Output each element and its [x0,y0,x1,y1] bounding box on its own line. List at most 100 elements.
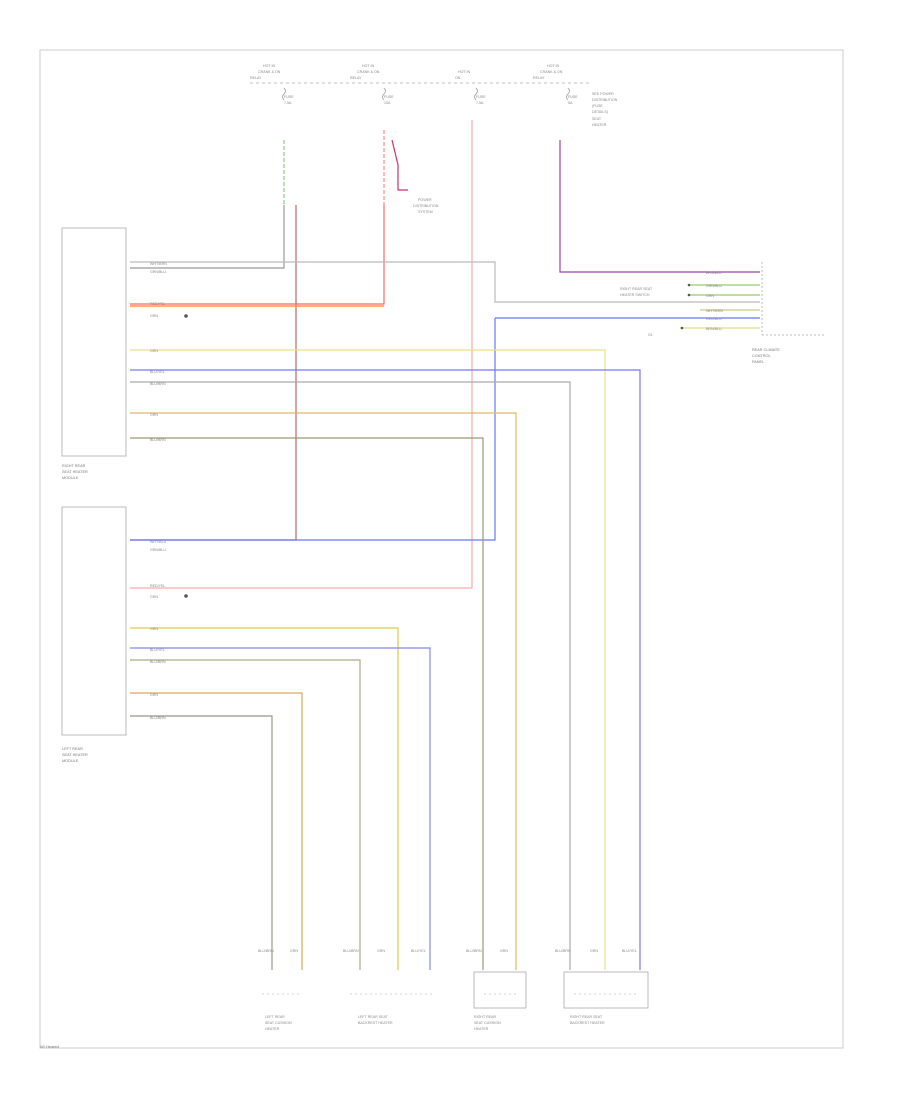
right-wire-label: BRN/BLU [706,271,722,275]
footer-text: W/ Heated [40,1044,59,1049]
left-module-label-2: SEAT HEATER [62,753,88,757]
power-dist-line-1: POWER [418,198,432,202]
source-1-line-3: RELAY [250,76,262,80]
power-dist-line-3: SYSTEM [418,210,433,214]
bottom-component-1: BLU/BRN GRN LEFT REAR SEAT CUSHION HEATE… [258,949,300,1031]
wire-label: RED/YEL [150,584,165,588]
power-distribution-label: POWER DISTRIBUTION SYSTEM [413,198,439,214]
wire-label: GRN/BLU [150,548,166,552]
source-3-line-1: HOT IN [458,70,471,74]
wire [130,647,431,970]
wire-label: GRN [150,627,158,631]
pin-label: GRN [377,949,385,953]
wire [130,437,484,970]
wire [130,120,473,589]
top-source-2: HOT IN CRANK & ON RELAY FUSE 10A [350,64,394,105]
source-3-line-2: ON [455,76,461,80]
diagram-frame [39,49,844,1049]
wire-label: BLU/BRN [150,716,166,720]
wire-label: BLU/BRN [150,438,166,442]
pin-label: BLU/BRN [258,949,274,953]
right-rear-module-box [61,227,127,457]
component-label: RIGHT REAR SEAT [570,1015,603,1019]
fuse-icon [282,87,286,101]
wire-label: GRN/BLU [150,270,166,274]
wire-label: BLU/BRN [150,382,166,386]
pin-label: GRN [290,949,298,953]
right-note-line-4: DETAILS) [592,110,608,114]
ground-label: G1 [648,333,653,337]
source-2-fuse-rating: 10A [384,101,391,105]
component-label: BACKREST HEATER [358,1021,393,1025]
wire [130,349,606,970]
fuse-icons [282,87,570,101]
right-connector: BRN/BLU GRN/BLU GRN WHT/BRN RED/BLU BRN/… [620,262,826,364]
right-module-label-2: SEAT HEATER [62,470,88,474]
wire-label: BLU/YEL [150,370,165,374]
wire-label: RED/YEL [150,302,165,306]
wire [130,318,496,541]
source-1-line-2: CRANK & ON [258,70,281,74]
right-module-label-3: MODULE [62,476,79,480]
bottom-component-2: BLU/BRN GRN BLU/YEL LEFT REAR SEAT BACKR… [343,949,432,1025]
wire [130,369,641,970]
wire-label: GRN [150,349,158,353]
component-label: LEFT REAR [265,1015,285,1019]
right-module-label-1: RIGHT REAR [62,464,86,468]
wire-label: WHT/BRN [150,262,167,266]
source-4-fuse: FUSE [568,95,578,99]
source-2-line-3: RELAY [350,76,362,80]
pin-label: GRN [590,949,598,953]
wire [130,261,760,303]
right-note-line-2: DISTRIBUTION [592,98,618,102]
splice-dot-icon [687,293,691,297]
source-2-line-1: HOT IN [362,64,375,68]
source-4-line-1: HOT IN [547,64,560,68]
wire [130,692,303,970]
wire-label: BLU/BRN [150,660,166,664]
source-4-line-3: RELAY [533,76,545,80]
climate-label-3: PANEL [752,360,764,364]
wires [130,120,760,970]
source-1-fuse: FUSE [284,95,294,99]
right-wire-note-1: RIGHT REAR SEAT [620,287,653,291]
wire [130,205,385,305]
wire-label: GRN [150,693,158,697]
right-module-wire-labels: WHT/BRN GRN/BLU RED/YEL GRN GRN BLU/YEL … [150,262,167,442]
wire [130,659,361,970]
component-label: SEAT CUSHION [265,1021,292,1025]
source-2-line-2: CRANK & ON [357,70,380,74]
component-label: LEFT REAR SEAT [358,1015,389,1019]
splice-dot-icon [184,594,188,598]
wire [559,140,760,273]
left-module-label-1: LEFT REAR [62,747,83,751]
right-wire-label: BRN/BLU [706,327,722,331]
component-label: SEAT CUSHION [474,1021,501,1025]
source-3-fuse-rating: 7.5A [476,101,484,105]
top-source-3: HOT IN ON FUSE 7.5A [455,70,486,105]
wire-label: GRN [150,314,158,318]
wire-label: GRN [150,413,158,417]
fuse-icon [382,87,386,101]
component-box [563,971,649,1009]
bottom-component-4: BLU/BRN GRN BLU/YEL RIGHT REAR SEAT BACK… [555,949,649,1025]
right-note-line-6: HEATER [592,123,607,127]
component-label: RIGHT REAR [474,1015,497,1019]
pin-label: GRN [500,949,508,953]
source-1-line-1: HOT IN [263,64,276,68]
top-source-1: HOT IN CRANK & ON RELAY FUSE 7.5A [250,64,294,105]
right-wire-label: GRN/BLU [706,284,722,288]
source-3-fuse: FUSE [476,95,486,99]
bottom-component-3: BLU/BRN GRN RIGHT REAR SEAT CUSHION HEAT… [466,949,527,1031]
source-4-fuse-rating: 5A [568,101,573,105]
right-rear-module-label: RIGHT REAR SEAT HEATER MODULE [62,464,88,480]
fuse-icon [566,87,570,101]
wire [130,205,285,269]
splice-dot-icon [687,283,691,287]
source-4-line-2: CRANK & ON [540,70,563,74]
right-note: SEE POWER DISTRIBUTION (FUSE DETAILS) SE… [592,92,618,127]
wire-label: GRN [150,595,158,599]
component-box [473,971,527,1009]
pin-label: BLU/YEL [622,949,637,953]
